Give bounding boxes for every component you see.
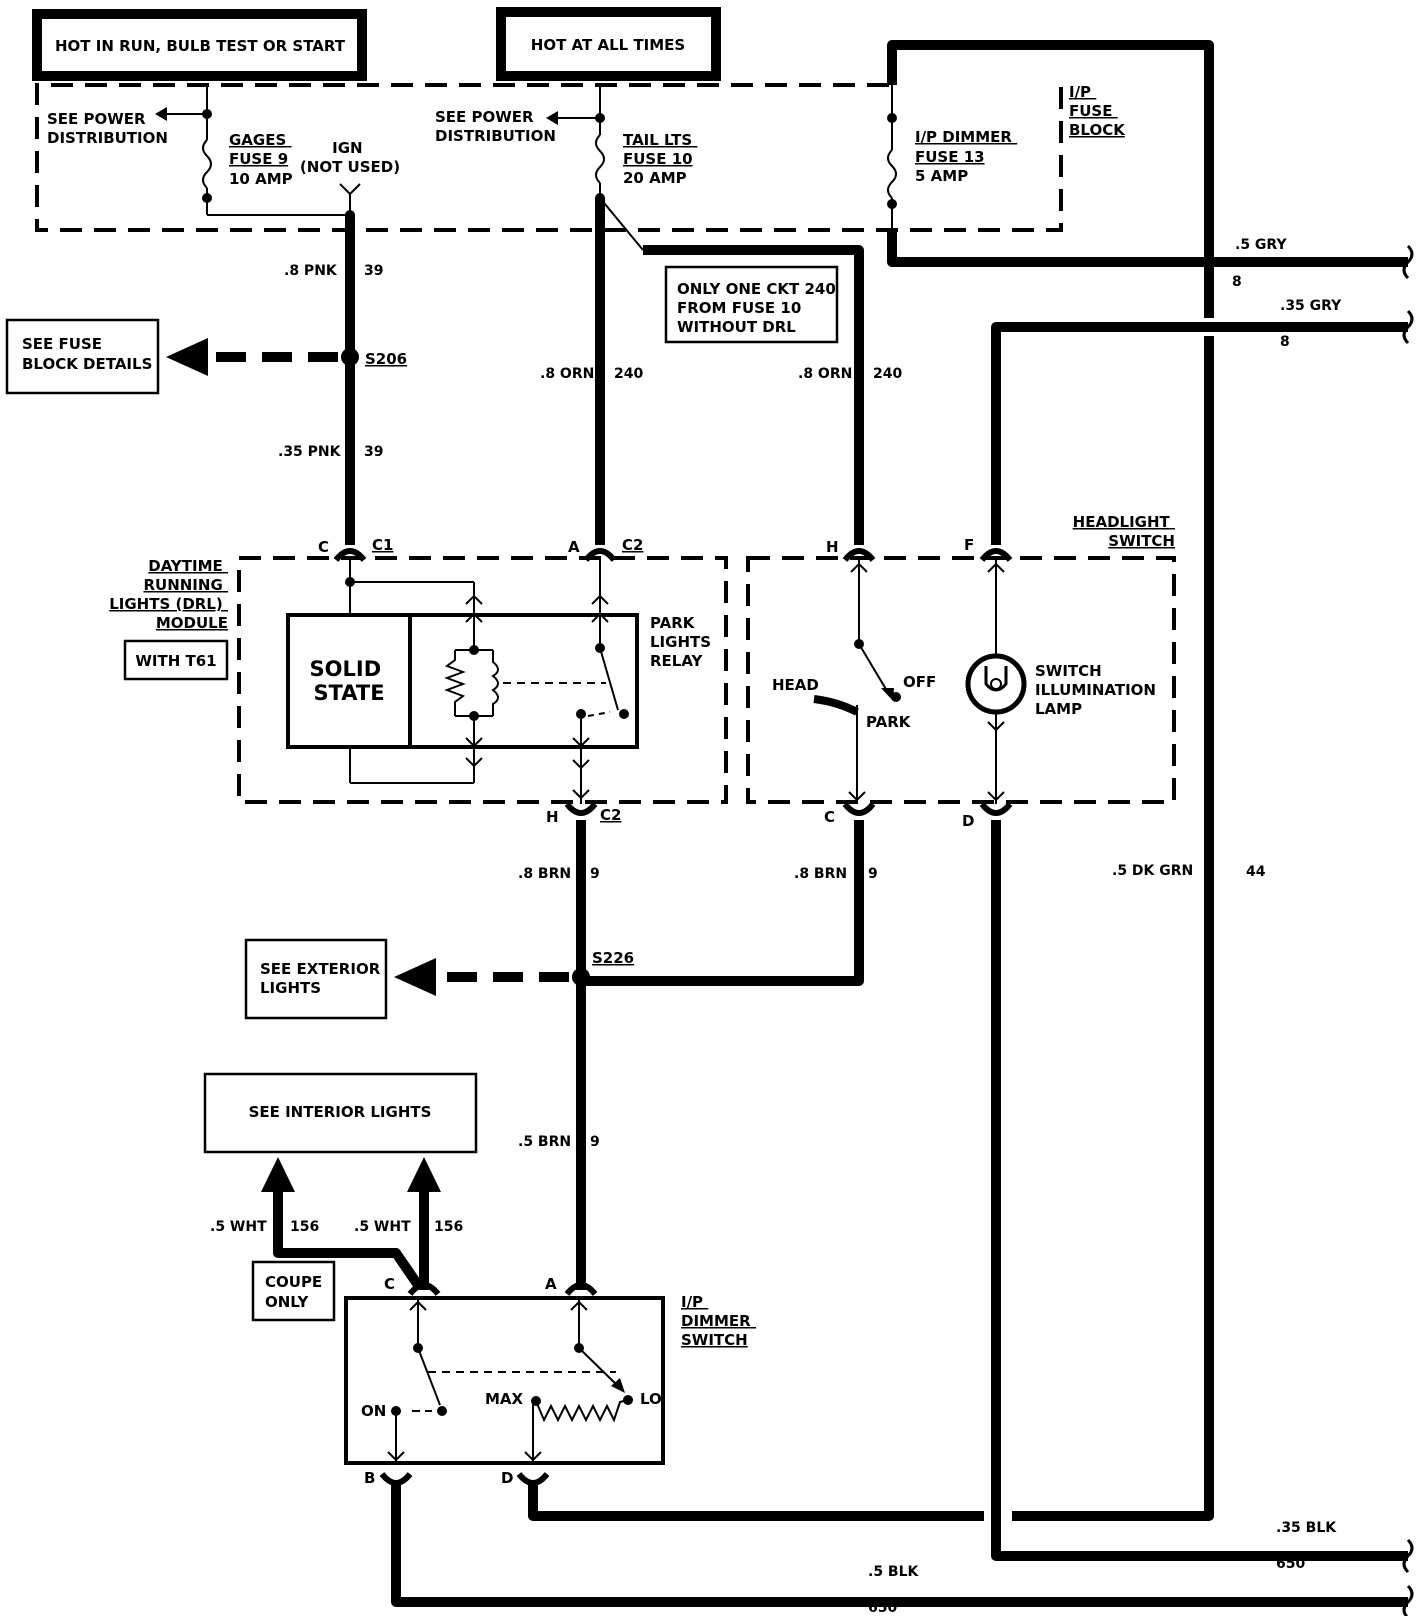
dimmer-on-label: ON [361, 1402, 386, 1420]
switch-off-label: OFF [903, 673, 936, 691]
header-hot-at-all-times: HOT AT ALL TIMES [496, 7, 721, 81]
drl-module-title: DAYTIME RUNNING LIGHTS (DRL) MODULE [109, 557, 228, 632]
connector-pin-b: B [364, 1469, 375, 1487]
wire-color-label: .5 BRN [518, 1134, 571, 1150]
wire-color-label: .8 BRN [518, 866, 571, 882]
callout-coupe-only: COUPE ONLY [251, 1260, 336, 1322]
wire-color-label: .8 PNK [284, 263, 338, 279]
wire-color-label: .5 DK GRN [1112, 863, 1193, 879]
wire-circuit-label: 650 [868, 1600, 897, 1616]
wire-circuit-label: 156 [434, 1219, 463, 1235]
ip-fuse-block: I/P FUSE BLOCK SEE POWER DISTRIBUTION GA… [35, 83, 1126, 232]
splice-s226: S226 [394, 949, 634, 996]
splice-s226-label: S226 [592, 949, 634, 967]
wire-color-label: .5 WHT [354, 1219, 411, 1235]
connector-c2: C2 [600, 806, 621, 824]
arrow-up-icon [407, 1157, 441, 1216]
wire-circuit-label: 39 [364, 444, 383, 460]
arrow-left-icon [394, 958, 436, 996]
svg-text:COUPE ONLY: COUPE ONLY [265, 1273, 327, 1311]
headlight-switch: HEADLIGHT SWITCH OFF HEAD PARK SWITCH IL… [746, 513, 1176, 804]
connector-pin-h: H [546, 808, 559, 826]
dimmer-max-label: MAX [485, 1390, 524, 1408]
svg-text:SEE FUSE BLOCK DETAILS: SEE FUSE BLOCK DETAILS [22, 335, 152, 373]
callout-see-exterior-lights: SEE EXTERIOR LIGHTS [244, 938, 388, 1020]
arrow-left-icon [166, 338, 208, 376]
wire-circuit-label: 9 [590, 866, 600, 882]
wire-circuit-label: 9 [868, 866, 878, 882]
connector-pin-h: H [826, 538, 839, 556]
gages-fuse-amp: 10 AMP [229, 170, 293, 188]
dimmer-lo-label: LO [640, 1390, 662, 1408]
wire-circuit-label: 156 [290, 1219, 319, 1235]
wire-circuit-label: 240 [873, 366, 902, 382]
splice-s206: S206 [166, 338, 407, 376]
drl-module: DAYTIME RUNNING LIGHTS (DRL) MODULE WITH… [109, 556, 728, 804]
connector-pin-c: C [824, 808, 835, 826]
switch-head-label: HEAD [772, 676, 819, 694]
connector-c1: C1 [372, 536, 393, 554]
callout-only-one-ckt: ONLY ONE CKT 240 FROM FUSE 10 WITHOUT DR… [664, 265, 841, 344]
wire-color-label: .8 BRN [794, 866, 847, 882]
wire-circuit-label: 8 [1232, 274, 1242, 290]
svg-text:SEE EXTERIOR LIGHTS: SEE EXTERIOR LIGHTS [260, 960, 385, 997]
splice-s206-label: S206 [365, 350, 407, 368]
connector-pin-a: A [568, 538, 580, 556]
wire-color-label: .35 PNK [278, 444, 342, 460]
connector-pin-f: F [964, 536, 974, 554]
ip-dimmer-fuse-amp: 5 AMP [915, 167, 968, 185]
park-lights-relay-label: PARK LIGHTS RELAY [650, 614, 716, 670]
wire-color-label: .35 GRY [1280, 298, 1342, 314]
connector-pin-d: D [962, 812, 974, 830]
wires [273, 40, 1414, 1616]
wire-color-label: .8 ORN [540, 366, 594, 382]
connector-c2: C2 [622, 536, 643, 554]
callout-see-interior-lights: SEE INTERIOR LIGHTS [203, 1072, 478, 1154]
switch-park-label: PARK [866, 713, 912, 731]
connector-pin-a: A [545, 1275, 557, 1293]
see-power-distribution-2: SEE POWER DISTRIBUTION [435, 108, 556, 145]
connector-pin-c: C [384, 1275, 395, 1293]
lamp-icon [965, 653, 1027, 715]
wire-circuit-label: 240 [614, 366, 643, 382]
solid-state-label: SOLID STATE [310, 657, 389, 705]
wire-color-label: .35 BLK [1276, 1520, 1337, 1536]
arrow-left-icon [155, 107, 167, 121]
ip-dimmer-switch-title: I/P DIMMER SWITCH [681, 1293, 756, 1349]
tail-lts-fuse-amp: 20 AMP [623, 169, 687, 187]
callout-see-fuse-block: SEE FUSE BLOCK DETAILS [5, 318, 160, 395]
gages-fuse-label: GAGES FUSE 9 [229, 131, 292, 168]
connector-pin-d: D [501, 1469, 513, 1487]
ip-dimmer-fuse-label: I/P DIMMER FUSE 13 [915, 128, 1017, 166]
wire-circuit-label: 39 [364, 263, 383, 279]
with-t61-label: WITH T61 [135, 652, 216, 670]
wire-color-label: .5 BLK [868, 1564, 920, 1580]
header-hot-in-run-text: HOT IN RUN, BULB TEST OR START [55, 37, 346, 55]
arrow-left-icon [546, 111, 558, 125]
switch-illumination-lamp-label: SWITCH ILLUMINATION LAMP [1035, 662, 1161, 718]
fuse-block-title: I/P FUSE BLOCK [1069, 83, 1126, 139]
wire-circuit-label: 9 [590, 1134, 600, 1150]
wire-circuit-label: 8 [1280, 334, 1290, 350]
arrow-up-icon [261, 1157, 295, 1216]
header-hot-in-run: HOT IN RUN, BULB TEST OR START [32, 9, 367, 81]
wire-circuit-label: 650 [1276, 1556, 1305, 1572]
headlight-switch-title: HEADLIGHT SWITCH [1073, 513, 1175, 550]
connector-pin-c: C [318, 538, 329, 556]
wire-color-label: .5 WHT [210, 1219, 267, 1235]
ip-dimmer-switch: I/P DIMMER SWITCH ON LO MAX [344, 1293, 756, 1465]
wire-color-label: .5 GRY [1235, 237, 1287, 253]
see-power-distribution-1: SEE POWER DISTRIBUTION [47, 110, 168, 147]
header-hot-at-all-times-text: HOT AT ALL TIMES [531, 36, 685, 54]
ign-label: IGN (NOT USED) [300, 139, 400, 176]
wire-circuit-label: 44 [1246, 864, 1266, 880]
svg-text:ONLY ONE CKT 240 FROM FU: ONLY ONE CKT 240 FROM FUSE 10 WITHOUT DR… [677, 280, 841, 336]
wire-color-label: .8 ORN [798, 366, 852, 382]
wire-labels: .8 PNK 39 .35 PNK 39 .8 ORN 240 .8 ORN 2… [210, 237, 1342, 1616]
svg-text:SEE INTERIOR LIGHTS: SEE INTERIOR LIGHTS [249, 1103, 432, 1121]
tail-lts-fuse-label: TAIL LTS FUSE 10 [623, 131, 697, 168]
